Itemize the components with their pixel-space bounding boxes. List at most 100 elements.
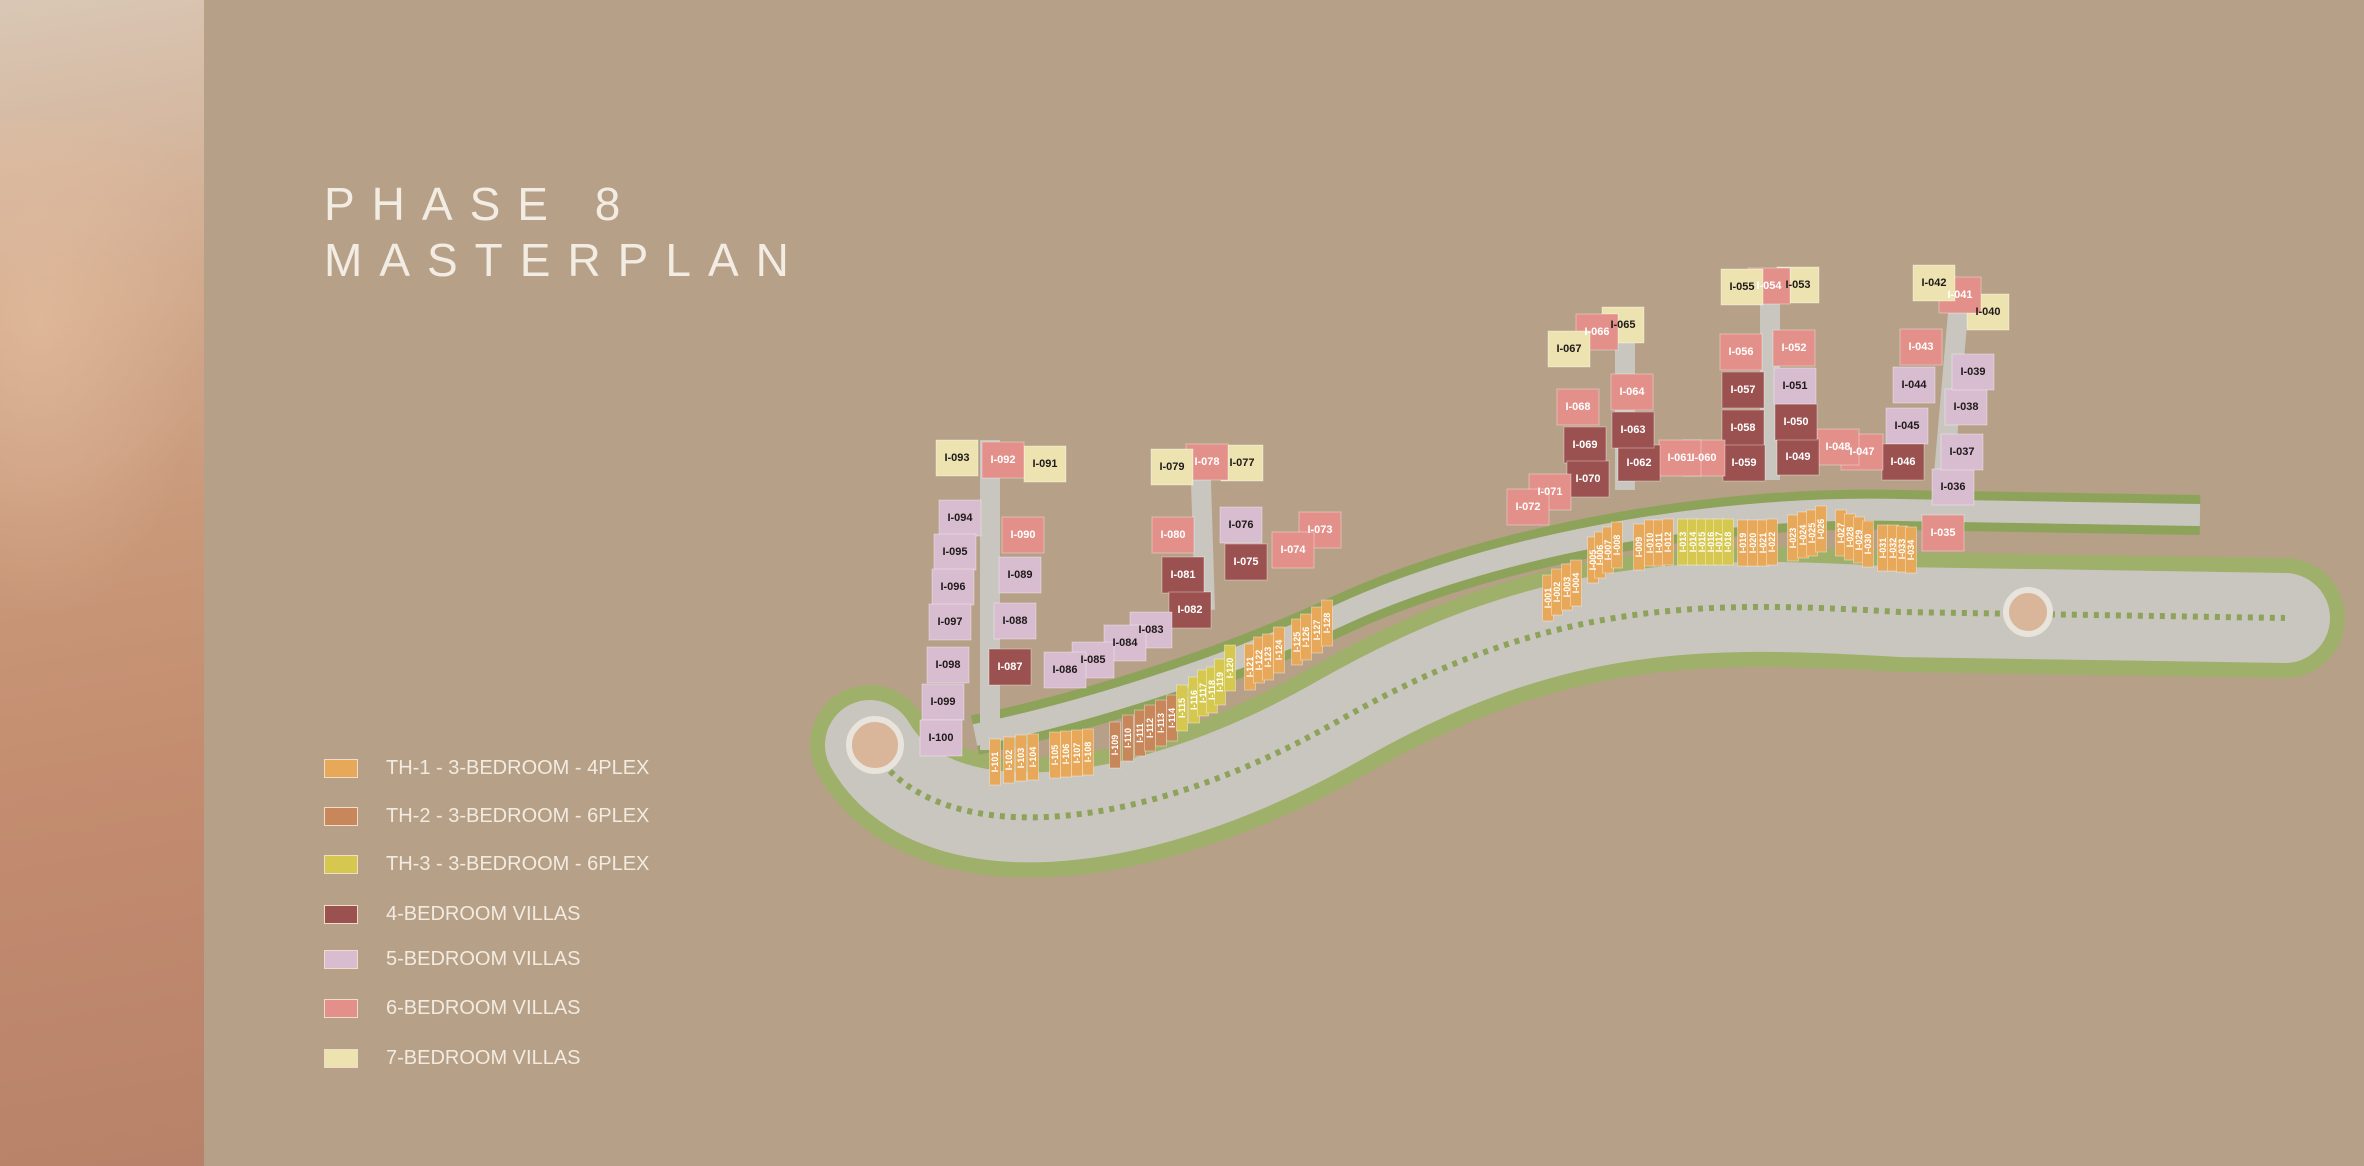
plot-label: I-044: [1901, 379, 1927, 391]
plot-label: I-053: [1785, 279, 1810, 291]
plot-i-101: [989, 738, 1001, 786]
plot-i-035: [1921, 514, 1965, 552]
plot-label: I-110: [1123, 728, 1133, 748]
plot-label: I-079: [1159, 461, 1184, 473]
plot-label: I-085: [1080, 654, 1105, 666]
plot-label: I-077: [1229, 457, 1254, 469]
plot-label: I-102: [1004, 750, 1014, 771]
plot-label: I-048: [1825, 441, 1850, 453]
plot-i-063: [1611, 411, 1655, 449]
plot-label: I-084: [1112, 637, 1138, 649]
plot-label: I-113: [1156, 713, 1166, 733]
plot-label: I-125: [1292, 632, 1302, 653]
plot-i-090: [1001, 516, 1045, 554]
plot-label: I-107: [1072, 743, 1082, 764]
plot-label: I-061: [1667, 452, 1692, 464]
plot-label: I-088: [1002, 615, 1027, 627]
plot-i-095: [933, 533, 977, 571]
plot-label: I-106: [1061, 744, 1071, 765]
plot-label: I-092: [990, 454, 1015, 466]
plot-label: I-003: [1562, 577, 1572, 598]
plot-label: I-108: [1083, 742, 1093, 763]
plot-label: I-123: [1263, 647, 1273, 668]
plot-label: I-039: [1960, 366, 1985, 378]
plot-i-098: [926, 646, 970, 684]
plot-label: I-086: [1052, 664, 1077, 676]
legend-label: 4-BEDROOM VILLAS: [386, 902, 581, 925]
plot-label: I-033: [1897, 539, 1907, 560]
plot-label: I-066: [1584, 326, 1609, 338]
plot-label: I-097: [937, 616, 962, 628]
decorative-side-image: [0, 0, 204, 1166]
plot-label: I-100: [928, 732, 953, 744]
plot-i-048: [1816, 428, 1860, 466]
plot-label: I-111: [1135, 723, 1145, 743]
plot-i-055: [1720, 268, 1764, 306]
plot-label: I-104: [1028, 747, 1038, 768]
plot-label: I-094: [947, 512, 973, 524]
plot-i-057: [1721, 371, 1765, 409]
plot-label: I-074: [1280, 544, 1306, 556]
plot-i-120: [1224, 644, 1236, 692]
plot-label: I-045: [1894, 420, 1919, 432]
plot-label: I-071: [1537, 486, 1562, 498]
plot-label: I-028: [1845, 527, 1855, 548]
title-line-1: PHASE 8: [324, 178, 638, 230]
plot-i-061: [1658, 439, 1702, 477]
plot-label: I-055: [1729, 281, 1754, 293]
legend-item-7br: 7-BEDROOM VILLAS: [324, 1046, 581, 1070]
legend-item-4br: 4-BEDROOM VILLAS: [324, 902, 581, 926]
plot-i-087: [988, 648, 1032, 686]
legend-label: TH-1 - 3-BEDROOM - 4PLEX: [386, 756, 650, 779]
plot-label: I-019: [1738, 533, 1748, 554]
legend-swatch: [324, 806, 358, 826]
plot-label: I-121: [1245, 657, 1255, 678]
plot-label: I-105: [1050, 745, 1060, 766]
plot-label: I-026: [1816, 519, 1826, 540]
plot-label: I-014: [1688, 532, 1698, 553]
plot-i-079: [1150, 448, 1194, 486]
plot-i-097: [928, 603, 972, 641]
plot-label: I-010: [1645, 533, 1655, 554]
plot-label: I-032: [1888, 538, 1898, 559]
plot-i-124: [1273, 626, 1285, 674]
plot-label: I-007: [1603, 540, 1613, 561]
legend-item-th2: TH-2 - 3-BEDROOM - 6PLEX: [324, 804, 649, 828]
plot-i-110: [1122, 714, 1134, 762]
plot-i-037: [1940, 433, 1984, 471]
plot-label: I-050: [1783, 416, 1808, 428]
plot-label: I-096: [940, 581, 965, 593]
plot-label: I-124: [1274, 640, 1284, 661]
legend-label: 6-BEDROOM VILLAS: [386, 996, 581, 1019]
plot-label: I-063: [1620, 424, 1645, 436]
plot-i-082: [1168, 591, 1212, 629]
plot-i-044: [1892, 366, 1936, 404]
plot-label: I-027: [1836, 523, 1846, 544]
page-title: PHASE 8 MASTERPLAN: [324, 176, 806, 288]
legend-item-th3: TH-3 - 3-BEDROOM - 6PLEX: [324, 852, 649, 876]
plot-label: I-109: [1110, 735, 1120, 756]
plot-i-076: [1219, 506, 1263, 544]
plot-i-104: [1027, 733, 1039, 781]
plot-i-070: [1566, 460, 1610, 498]
plot-label: I-001: [1543, 588, 1553, 609]
plot-label: I-068: [1565, 401, 1590, 413]
plot-i-050: [1774, 403, 1818, 441]
tree-line: [867, 603, 2286, 821]
plot-i-051: [1773, 367, 1817, 405]
plot-label: I-043: [1908, 341, 1933, 353]
plot-label: I-112: [1145, 718, 1155, 738]
plot-i-102: [1003, 736, 1015, 784]
plot-i-039: [1951, 353, 1995, 391]
plot-label: I-062: [1626, 457, 1651, 469]
plot-label: I-070: [1575, 473, 1600, 485]
plot-i-046: [1881, 443, 1925, 481]
plot-i-064: [1610, 373, 1654, 411]
plot-label: I-025: [1807, 523, 1817, 544]
plot-label: I-046: [1890, 456, 1915, 468]
roundabout: [846, 716, 904, 774]
legend-swatch: [324, 998, 358, 1018]
plot-label: I-004: [1571, 573, 1581, 594]
plot-label: I-067: [1556, 343, 1581, 355]
